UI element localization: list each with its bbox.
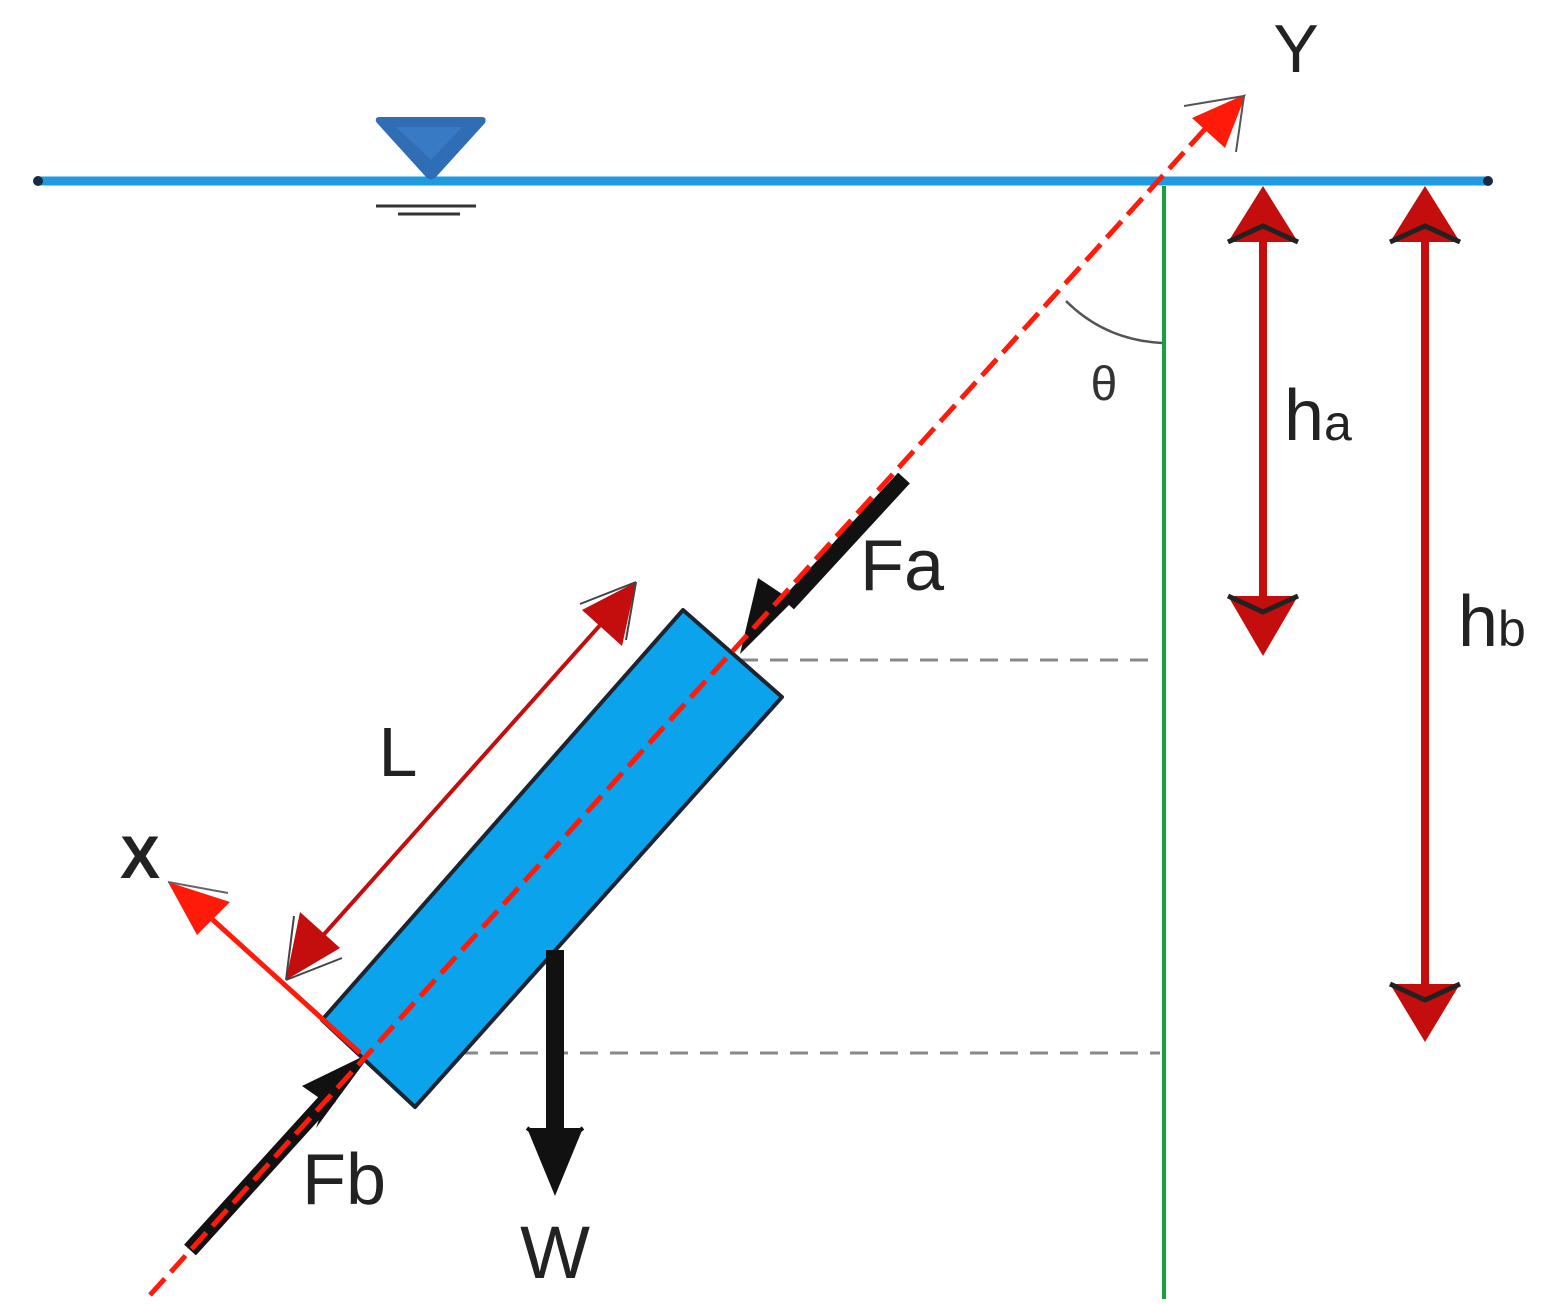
surface-end-left [33,176,43,186]
depth-a-dimension [1226,186,1300,656]
y-axis [148,94,1246,1297]
weight-label: W [520,1211,590,1294]
angle-arc [1065,300,1163,345]
x-axis [167,881,362,1055]
length-dimension-arrow [285,581,637,981]
force-a-arrow [740,472,910,654]
length-label: L [379,713,418,791]
force-b-label: Fb [302,1140,386,1220]
x-axis-label: X [120,824,160,891]
force-a-label: Fa [860,526,945,606]
surface-end-right [1483,176,1493,186]
y-axis-label: Y [1273,11,1318,87]
depth-b-dimension [1388,186,1462,1042]
depth-b-label: hb [1458,582,1526,662]
inverted-triangle-icon [375,117,486,216]
weight-arrow [525,950,585,1196]
depth-a-label: ha [1284,376,1352,456]
submerged-body [320,608,784,1109]
angle-label: θ [1091,358,1118,411]
